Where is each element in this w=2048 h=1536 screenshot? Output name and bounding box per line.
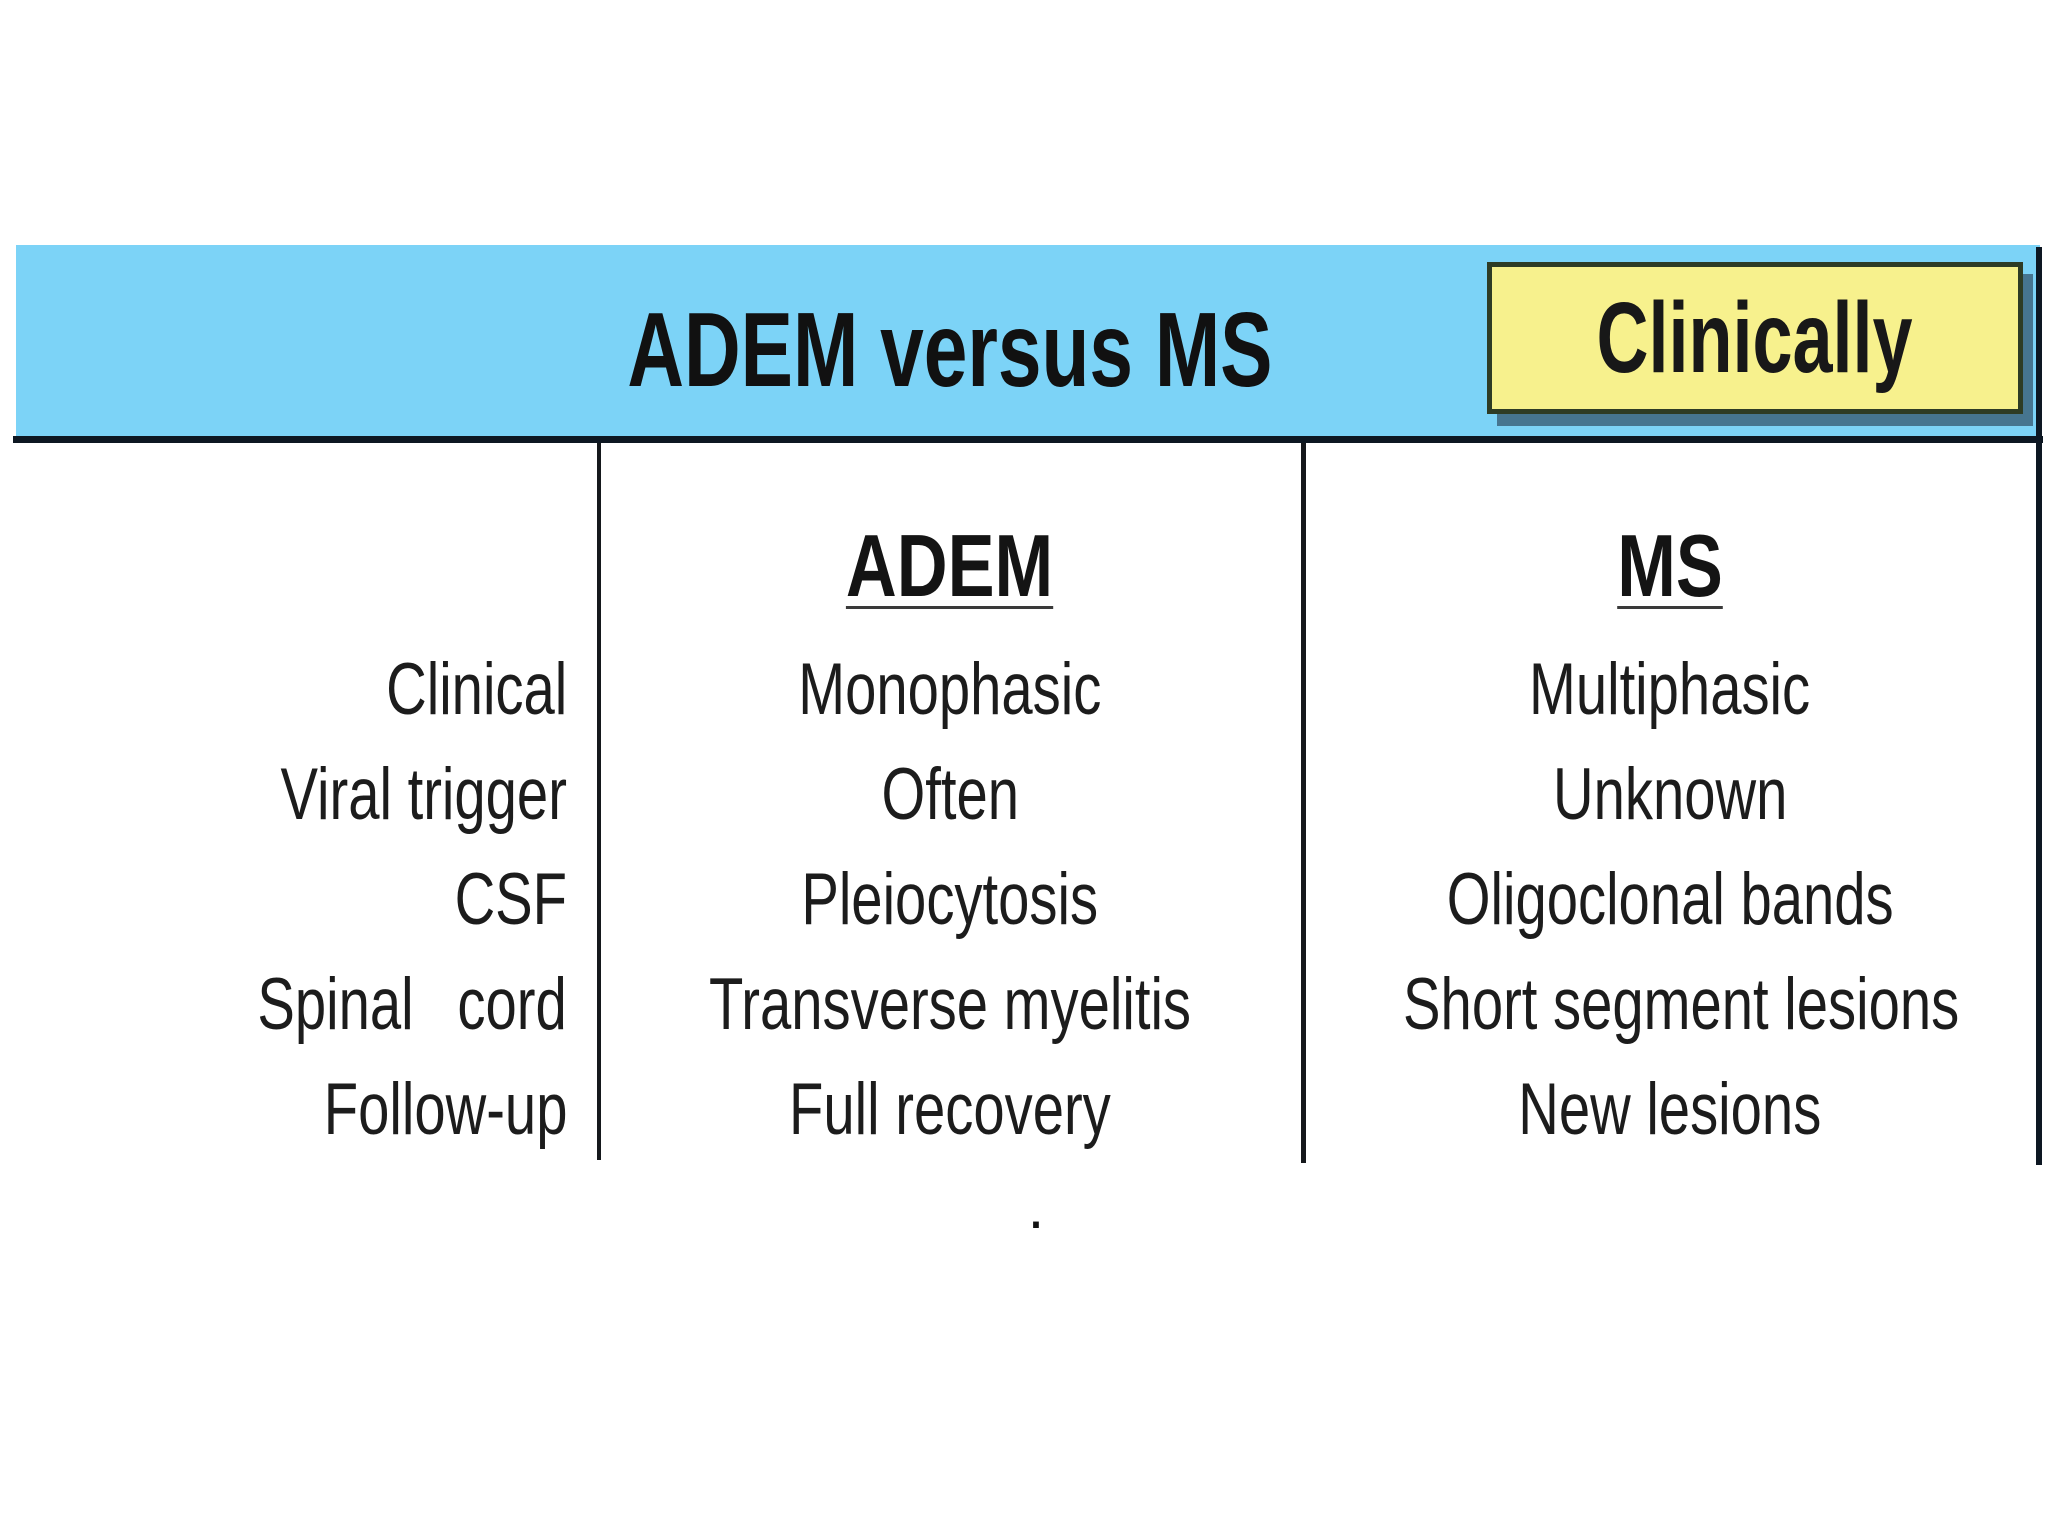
ms-follow-up-value: New lesions bbox=[1518, 1069, 1822, 1150]
row-label-spinal-cord: Spinal cord bbox=[257, 964, 567, 1045]
ms-spinal-cord-value: Short segment lesions bbox=[1403, 964, 1960, 1045]
table-divider-left bbox=[597, 443, 601, 1160]
clinically-badge-label: Clinically bbox=[1596, 281, 1914, 394]
ms-viral-trigger-value: Unknown bbox=[1552, 754, 1788, 835]
column-header-adem: ADEM bbox=[846, 516, 1054, 615]
row-label-follow-up: Follow-up bbox=[323, 1069, 567, 1150]
table-right-border bbox=[2036, 247, 2042, 1165]
ms-column: Multiphasic Unknown Oligoclonal bands Sh… bbox=[1320, 637, 2020, 1162]
column-header-ms: MS bbox=[1617, 516, 1723, 615]
adem-spinal-cord-value: Transverse myelitis bbox=[708, 964, 1192, 1045]
row-label-csf: CSF bbox=[454, 859, 567, 940]
page-title-text: ADEM versus MS bbox=[627, 291, 1273, 409]
clinically-badge: Clinically bbox=[1487, 262, 2023, 414]
row-labels-column: Clinical Viral trigger CSF Spinal cord F… bbox=[40, 637, 567, 1162]
page-title: ADEM versus MS bbox=[380, 290, 1520, 410]
ms-csf-value: Oligoclonal bands bbox=[1446, 859, 1894, 940]
adem-follow-up-value: Full recovery bbox=[789, 1069, 1111, 1150]
footnote-dot: . bbox=[1027, 1174, 1045, 1241]
table-divider-right bbox=[1301, 443, 1306, 1163]
adem-column: Monophasic Often Pleiocytosis Transverse… bbox=[610, 637, 1290, 1162]
adem-clinical-value: Monophasic bbox=[798, 649, 1102, 730]
row-label-viral-trigger: Viral trigger bbox=[280, 754, 567, 835]
adem-csf-value: Pleiocytosis bbox=[801, 859, 1099, 940]
ms-clinical-value: Multiphasic bbox=[1529, 649, 1811, 730]
row-label-clinical: Clinical bbox=[385, 649, 567, 730]
header-bar-underline bbox=[13, 436, 2043, 443]
adem-viral-trigger-value: Often bbox=[881, 754, 1019, 835]
